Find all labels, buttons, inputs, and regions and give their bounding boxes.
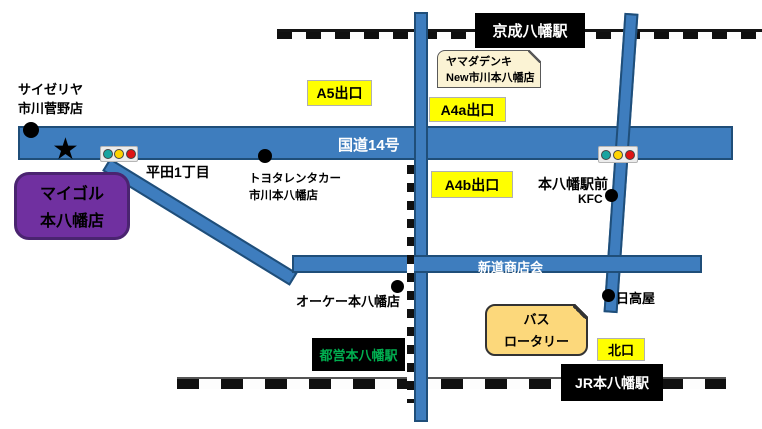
signal-red-lamp [625, 149, 635, 160]
traffic-light-icon-hirata [100, 146, 138, 162]
kfc-label: KFC [578, 192, 603, 206]
traffic-light-icon-station-front [598, 146, 638, 163]
hidakaya-label: 日高屋 [616, 291, 656, 306]
exit-a4b: A4b出口 [431, 171, 513, 198]
maigol-line1: マイゴル [39, 186, 104, 203]
hirata-1chome-label: 平田1丁目 [146, 164, 210, 180]
signal-green-lamp [102, 149, 113, 159]
motoyawata-ekimae-label: 本八幡駅前 [538, 176, 608, 192]
road-route14-label: 国道14号 [338, 137, 400, 154]
station-toei-motoyawata: 都営本八幡駅 [312, 338, 405, 371]
road-shindo-shoutenkai: 新道商店会 [292, 255, 702, 275]
signal-yellow-lamp [114, 149, 124, 159]
station-keisei-yawata: 京成八幡駅 [475, 13, 585, 48]
location-dot-ok-store [391, 280, 404, 293]
saizeriya-line1: サイゼリヤ [18, 82, 84, 97]
location-dot-toyota [258, 149, 272, 163]
location-dot-kfc [605, 189, 618, 202]
signal-red-lamp [125, 149, 136, 159]
yamada-denki-line1: ヤマダデンキ [446, 56, 512, 68]
yamada-denki-box: ヤマダデンキ New市川本八幡店 [437, 50, 541, 88]
maigol-motoyawata-box: マイゴル 本八幡店 [14, 172, 130, 240]
star-icon: ★ [52, 133, 79, 166]
road-shindo-label: 新道商店会 [478, 260, 544, 275]
maigol-line2: 本八幡店 [39, 213, 104, 230]
toyota-rentacar-label: トヨタレンタカー 市川本八幡店 [249, 171, 341, 205]
bus-rotary-box: バス ロータリー [485, 304, 588, 356]
saizeriya-label: サイゼリヤ 市川菅野店 [18, 80, 83, 118]
station-jr-motoyawata: JR本八幡駅 [561, 364, 663, 401]
toyota-line2: 市川本八幡店 [249, 190, 318, 202]
bus-rotary-line1: バス [523, 312, 550, 327]
yamada-denki-line2: New市川本八幡店 [446, 72, 535, 84]
signal-yellow-lamp [613, 149, 623, 160]
bus-rotary-line2: ロータリー [503, 334, 569, 349]
signal-green-lamp [601, 149, 611, 160]
exit-a5: A5出口 [307, 80, 372, 106]
toei-subway-line [407, 165, 414, 403]
toyota-line1: トヨタレンタカー [249, 173, 341, 185]
location-dot-saizeriya [23, 122, 39, 138]
ok-store-label: オーケー本八幡店 [296, 294, 401, 309]
exit-north: 北口 [597, 338, 645, 361]
exit-a4a: A4a出口 [429, 97, 506, 122]
saizeriya-line2: 市川菅野店 [18, 101, 84, 116]
road-vertical-a4 [414, 12, 428, 422]
location-dot-hidakaya [602, 289, 615, 302]
